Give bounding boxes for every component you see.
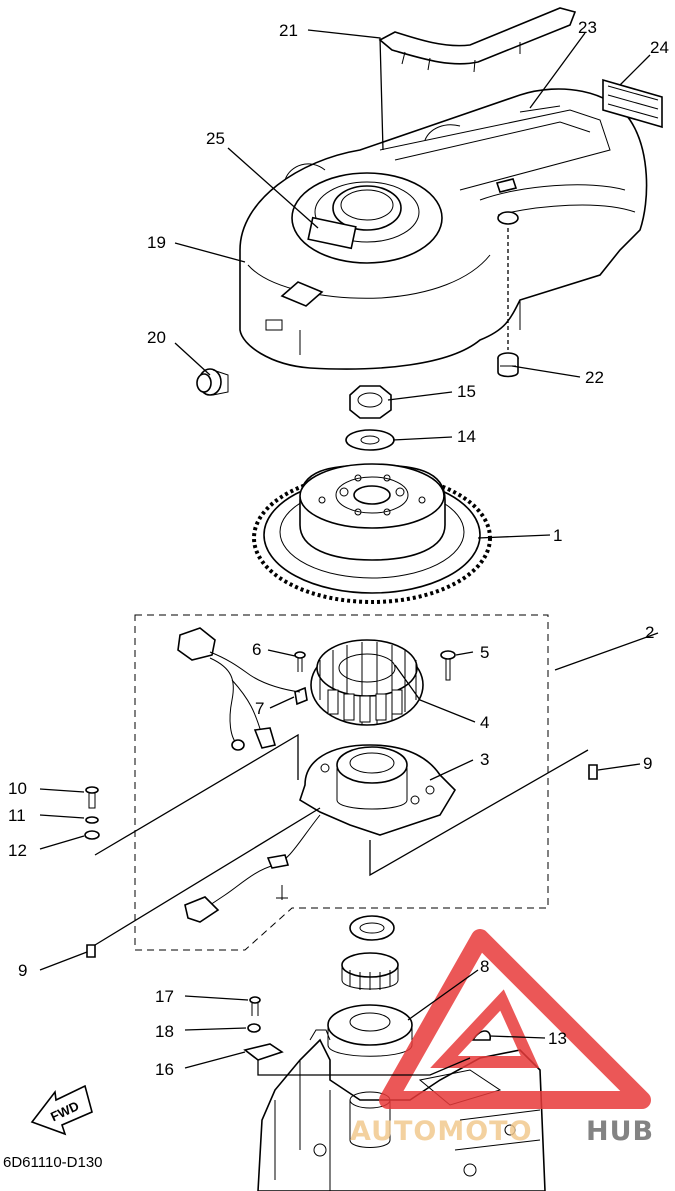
screw-part-6 <box>294 651 306 672</box>
label-plate-part-24 <box>602 78 663 129</box>
grommet-part-22 <box>497 352 519 378</box>
pulser-coil-wire-harness <box>184 814 321 923</box>
callout-14: 14 <box>457 427 476 446</box>
washer-part-14 <box>345 429 395 451</box>
clamp-part-7 <box>294 686 308 706</box>
callout-13: 13 <box>548 1029 567 1048</box>
callout-3: 3 <box>480 750 489 769</box>
washer-part-11 <box>85 816 99 824</box>
watermark-text-secondary: HUB <box>586 1116 654 1147</box>
flywheel-cover <box>239 88 648 370</box>
callout-16: 16 <box>155 1060 174 1079</box>
washer-part-18 <box>247 1023 261 1033</box>
dowel-pin-part-9-right <box>588 764 598 780</box>
callout-18: 18 <box>155 1022 174 1041</box>
stator-coil-part-4 <box>310 639 424 726</box>
stator-base-plate-part-3 <box>299 744 457 836</box>
callout-21: 21 <box>279 21 298 40</box>
diagram-code: 6D61110-D130 <box>3 1154 103 1171</box>
callout-20: 20 <box>147 328 166 347</box>
callout-7: 7 <box>255 699 264 718</box>
dowel-pin-part-9-left <box>86 944 96 958</box>
bracket-part-16 <box>243 1043 284 1061</box>
callout-1: 1 <box>553 526 562 545</box>
callout-19: 19 <box>147 233 166 252</box>
flywheel-part-1 <box>252 463 492 604</box>
flywheel-nut-part-15 <box>349 385 392 419</box>
callout-25: 25 <box>206 129 225 148</box>
callout-17: 17 <box>155 987 174 1006</box>
callout-8: 8 <box>480 957 489 976</box>
pulley-assembly-part-8 <box>327 915 413 1057</box>
screw-part-5 <box>440 650 456 681</box>
callout-11: 11 <box>8 806 26 825</box>
callout-5: 5 <box>480 643 489 662</box>
callout-numbers: 1 2 3 4 5 6 7 8 9 9 10 11 12 13 14 15 16… <box>8 18 669 1079</box>
callout-9-right: 9 <box>643 754 652 773</box>
washer-part-12 <box>84 830 100 840</box>
callout-9-left: 9 <box>18 961 27 980</box>
callout-10: 10 <box>8 779 27 798</box>
seal-strip-part-21 <box>378 7 577 73</box>
callout-22: 22 <box>585 368 604 387</box>
callout-2: 2 <box>645 623 654 642</box>
callout-24: 24 <box>650 38 669 57</box>
bolt-part-17 <box>249 996 261 1016</box>
callout-23: 23 <box>578 18 597 37</box>
grommet-part-20 <box>196 368 229 396</box>
watermark-text-primary: AUTOMOTO <box>350 1116 533 1147</box>
callout-15: 15 <box>457 382 476 401</box>
engine-block <box>257 1029 546 1191</box>
callout-4: 4 <box>480 713 489 732</box>
callout-12: 12 <box>8 841 27 860</box>
callout-6: 6 <box>252 640 261 659</box>
bolt-part-10 <box>85 786 99 809</box>
stator-wire-harness <box>177 627 301 751</box>
leader-lines <box>39 29 659 1076</box>
watermark-logo: AUTOMOTO HUB <box>350 929 654 1147</box>
fwd-arrow-icon: FWD <box>30 1084 93 1136</box>
